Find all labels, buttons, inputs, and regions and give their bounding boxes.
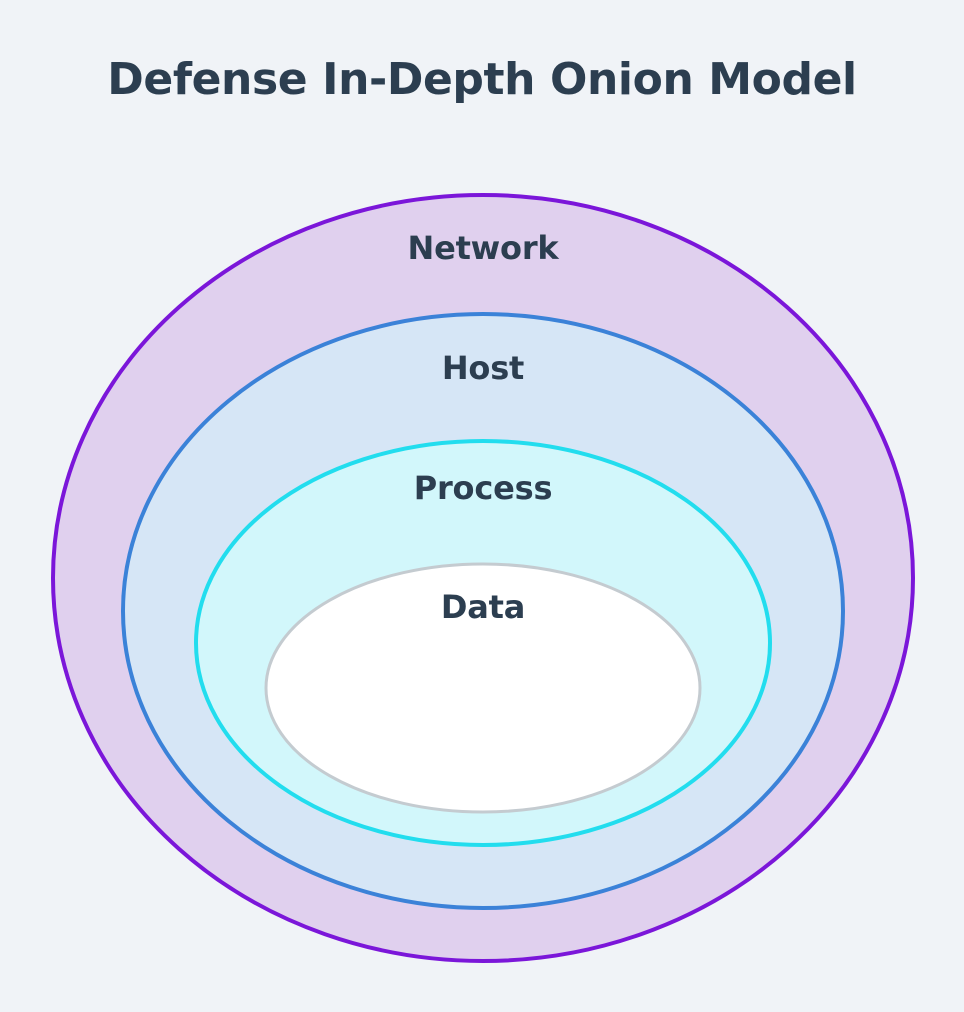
- page-title: Defense In-Depth Onion Model: [107, 54, 857, 105]
- data-ring: [264, 562, 702, 814]
